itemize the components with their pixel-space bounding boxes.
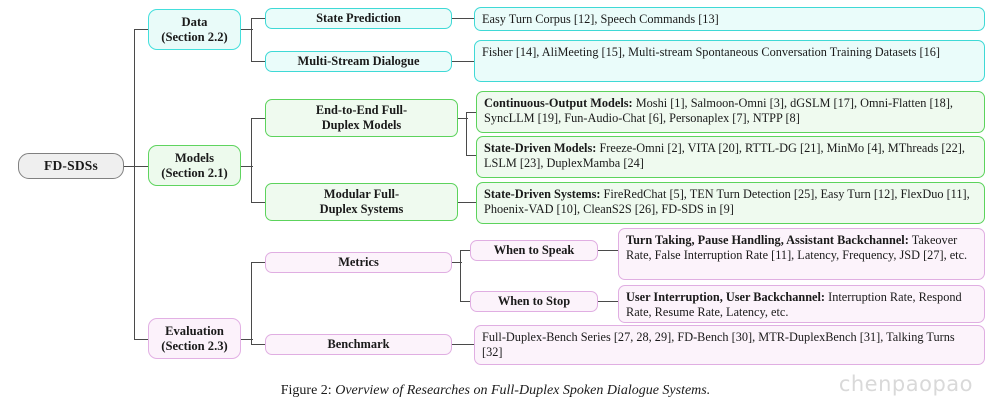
connector-e2e-trunk xyxy=(466,112,468,156)
connector-root-trunk xyxy=(134,29,136,340)
leaf-state-prediction-datasets: Easy Turn Corpus [12], Speech Commands [… xyxy=(474,7,985,31)
node-models-label-line2: (Section 2.1) xyxy=(161,165,228,180)
leaf-state-driven-systems-heading: State-Driven Systems: xyxy=(484,187,601,201)
leaf-benchmarks: Full-Duplex-Bench Series [27, 28, 29], F… xyxy=(474,325,985,365)
node-evaluation-label-line1: Evaluation xyxy=(165,323,224,338)
connector-e2e-to-statedriven xyxy=(466,155,476,157)
node-evaluation-section[interactable]: Evaluation (Section 2.3) xyxy=(148,318,241,359)
connector-when-to-stop-to-leaf xyxy=(598,301,618,303)
connector-when-to-speak-to-leaf xyxy=(598,250,618,252)
connector-multistream-to-leaf xyxy=(452,61,474,63)
node-multi-stream-dialogue-label: Multi-Stream Dialogue xyxy=(297,54,420,69)
node-state-prediction-label: State Prediction xyxy=(316,11,401,26)
leaf-multi-stream-datasets: Fisher [14], AliMeeting [15], Multi-stre… xyxy=(474,40,985,82)
node-when-to-speak-label: When to Speak xyxy=(493,243,575,258)
connector-data-trunk xyxy=(251,18,253,62)
connector-root-to-evaluation xyxy=(134,339,148,341)
leaf-state-driven-models: State-Driven Models: Freeze-Omni [2], VI… xyxy=(476,136,985,178)
node-when-to-stop[interactable]: When to Stop xyxy=(470,291,598,312)
node-benchmark[interactable]: Benchmark xyxy=(265,334,452,355)
figure-caption-label: Figure 2: xyxy=(280,383,332,398)
node-models-label-line1: Models xyxy=(174,150,215,165)
node-metrics-label: Metrics xyxy=(338,255,379,270)
node-modular-label-line2: Duplex Systems xyxy=(319,202,404,216)
node-when-to-speak[interactable]: When to Speak xyxy=(470,240,598,261)
connector-root-stem xyxy=(124,166,136,168)
leaf-benchmarks-text: Full-Duplex-Bench Series [27, 28, 29], F… xyxy=(482,330,955,359)
leaf-when-to-speak-metrics: Turn Taking, Pause Handling, Assistant B… xyxy=(618,228,985,280)
watermark: chenpaopao xyxy=(838,372,973,396)
connector-data-to-state-prediction xyxy=(251,18,265,20)
node-e2e-label-line2: Duplex Models xyxy=(321,118,402,132)
leaf-state-driven-systems-items: FireRedChat [5], TEN Turn Detection [25]… xyxy=(484,187,970,216)
connector-evaluation-to-benchmark xyxy=(251,344,265,346)
leaf-multi-stream-datasets-text: Fisher [14], AliMeeting [15], Multi-stre… xyxy=(482,45,941,59)
leaf-state-prediction-datasets-text: Easy Turn Corpus [12], Speech Commands [… xyxy=(482,12,719,26)
connector-models-stem xyxy=(241,166,253,168)
connector-metrics-trunk xyxy=(460,250,462,302)
leaf-continuous-output-models-items: Moshi [1], Salmoon-Omni [3], dGSLM [17],… xyxy=(484,96,954,125)
connector-e2e-to-continuous xyxy=(466,112,476,114)
connector-state-prediction-to-leaf xyxy=(452,18,474,20)
connector-metrics-stem xyxy=(452,262,462,264)
node-root-label: FD-SDSs xyxy=(44,158,98,174)
figure-caption-title: Overview of Researches on Full-Duplex Sp… xyxy=(335,383,711,398)
leaf-state-driven-systems: State-Driven Systems: FireRedChat [5], T… xyxy=(476,182,985,224)
leaf-state-driven-models-items: Freeze-Omni [2], VITA [20], RTTL-DG [21]… xyxy=(484,141,965,170)
node-benchmark-label: Benchmark xyxy=(327,337,390,352)
node-multi-stream-dialogue[interactable]: Multi-Stream Dialogue xyxy=(265,51,452,72)
figure-caption: Figure 2: Overview of Researches on Full… xyxy=(0,383,991,399)
leaf-state-driven-models-heading: State-Driven Models: xyxy=(484,141,597,155)
node-e2e-label-line1: End-to-End Full- xyxy=(315,103,408,118)
connector-e2e-stem xyxy=(458,118,468,120)
node-evaluation-label-line2: (Section 2.3) xyxy=(161,338,228,353)
node-modular-full-duplex-systems[interactable]: Modular Full- Duplex Systems xyxy=(265,183,458,221)
node-end-to-end-full-duplex-models[interactable]: End-to-End Full- Duplex Models xyxy=(265,99,458,137)
node-modular-label-line1: Modular Full- xyxy=(323,187,400,202)
leaf-continuous-output-models-heading: Continuous-Output Models: xyxy=(484,96,633,110)
connector-evaluation-trunk xyxy=(251,262,253,345)
node-when-to-stop-label: When to Stop xyxy=(497,294,571,309)
node-data-label-line1: Data xyxy=(181,14,208,29)
node-root-fd-sdss[interactable]: FD-SDSs xyxy=(18,153,124,179)
node-metrics[interactable]: Metrics xyxy=(265,252,452,273)
connector-root-to-data xyxy=(134,29,148,31)
node-models-section[interactable]: Models (Section 2.1) xyxy=(148,145,241,186)
connector-data-stem xyxy=(241,29,253,31)
connector-models-trunk xyxy=(251,118,253,203)
leaf-when-to-stop-items: Interruption Rate, Respond Rate, Resume … xyxy=(626,290,962,319)
connector-models-to-e2e xyxy=(251,118,265,120)
connector-models-to-modular xyxy=(251,202,265,204)
leaf-continuous-output-models: Continuous-Output Models: Moshi [1], Sal… xyxy=(476,91,985,133)
node-data-label-line2: (Section 2.2) xyxy=(161,29,228,44)
leaf-when-to-speak-heading: Turn Taking, Pause Handling, Assistant B… xyxy=(626,233,909,247)
connector-data-to-multistream xyxy=(251,61,265,63)
leaf-when-to-stop-heading: User Interruption, User Backchannel: xyxy=(626,290,826,304)
connector-modular-to-leaf xyxy=(458,202,476,204)
connector-metrics-to-when-to-speak xyxy=(460,250,470,252)
leaf-when-to-stop-metrics: User Interruption, User Backchannel: Int… xyxy=(618,285,985,323)
connector-metrics-to-when-to-stop xyxy=(460,301,470,303)
connector-evaluation-to-metrics xyxy=(251,262,265,264)
connector-benchmark-to-leaf xyxy=(452,344,474,346)
connector-evaluation-stem xyxy=(241,339,253,341)
leaf-when-to-speak-items: Takeover Rate, False Interruption Rate [… xyxy=(626,233,968,262)
node-state-prediction[interactable]: State Prediction xyxy=(265,8,452,29)
connector-root-to-models xyxy=(134,166,148,168)
node-data-section[interactable]: Data (Section 2.2) xyxy=(148,9,241,50)
